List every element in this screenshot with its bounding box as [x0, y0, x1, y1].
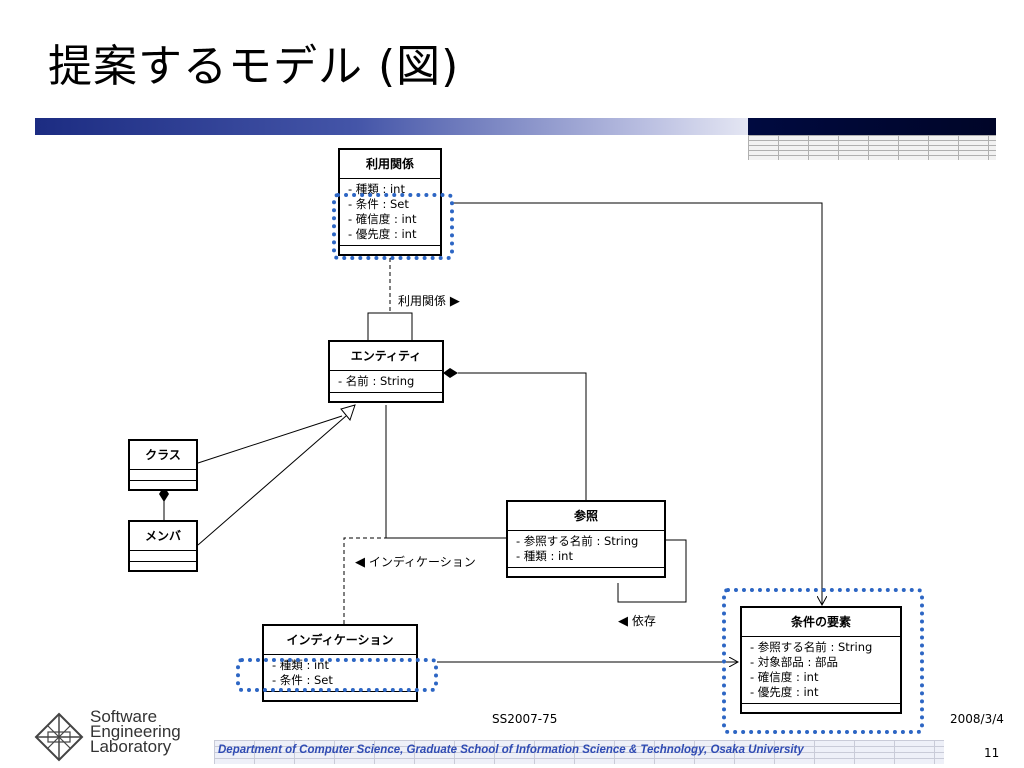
- class-riyou-kankei: 利用関係 - 種類 : int - 条件 : Set - 確信度 : int -…: [338, 148, 442, 256]
- class-name: 参照: [508, 502, 664, 531]
- attribute: - 対象部品 : 部品: [750, 655, 838, 669]
- association-label-izon: ◀ 依存: [618, 612, 656, 629]
- header-bar: [35, 118, 748, 135]
- attribute: - 参照する名前 : String: [516, 534, 639, 548]
- connector-riyou-youso: [450, 202, 822, 605]
- class-name: 利用関係: [340, 150, 440, 179]
- header-grid-pattern: [748, 135, 996, 160]
- attribute: - 確信度 : int: [750, 670, 819, 684]
- lab-logo-text: Software Engineering Laboratory: [90, 707, 181, 756]
- footer-event-id: SS2007-75: [492, 712, 558, 726]
- highlight-riyou-attrs: [332, 193, 454, 260]
- page-number: 11: [984, 746, 1000, 760]
- class-name: 条件の要素: [742, 608, 900, 637]
- class-name: エンティティ: [330, 342, 442, 371]
- class-operations: [508, 568, 664, 576]
- class-attributes: [130, 470, 196, 481]
- attribute: - 種類 : int: [516, 549, 573, 563]
- triangle-left-icon: ◀: [618, 614, 628, 629]
- attribute: - 条件 : Set: [348, 197, 409, 211]
- highlight-indication-attrs: [236, 658, 438, 692]
- logo-line: Engineering: [90, 722, 181, 741]
- connector-member-entity: [197, 415, 347, 546]
- class-attributes: - 種類 : int - 条件 : Set - 確信度 : int - 優先度 …: [340, 179, 440, 246]
- connector-entity-self: [367, 312, 413, 340]
- class-attributes: [130, 551, 196, 562]
- highlight-youso-class: [722, 588, 924, 734]
- class-klass: クラス: [128, 439, 198, 491]
- class-operations: [130, 481, 196, 489]
- composition-diamond-entity: [443, 368, 458, 378]
- attribute: - 名前 : String: [338, 374, 415, 388]
- connector-sansho-entity: [458, 372, 587, 500]
- class-name: インディケーション: [264, 626, 416, 655]
- class-entity: エンティティ - 名前 : String: [328, 340, 444, 403]
- logo-line: Laboratory: [90, 737, 172, 756]
- class-attributes: - 参照する名前 : String - 種類 : int: [508, 531, 664, 568]
- association-label-izon-text: 依存: [631, 614, 656, 628]
- footer-department: Department of Computer Science, Graduate…: [218, 744, 804, 756]
- connector-sansho-self: [617, 539, 687, 603]
- triangle-left-icon: ◀: [355, 555, 365, 570]
- attribute: - 優先度 : int: [750, 685, 819, 699]
- slide-title: 提案するモデル (図): [48, 41, 460, 92]
- connector-entity-sansho: [385, 405, 508, 539]
- attribute: - 優先度 : int: [348, 227, 417, 241]
- connector-indication-dashed: [343, 537, 386, 624]
- attribute: - 参照する名前 : String: [750, 640, 873, 654]
- generalization-triangle: [340, 404, 356, 422]
- attribute: - 条件 : Set: [272, 673, 333, 687]
- class-attributes: - 名前 : String: [330, 371, 442, 393]
- attribute: - 確信度 : int: [348, 212, 417, 226]
- association-label-riyou: 利用関係 ▶: [398, 292, 460, 309]
- attribute: - 種類 : int: [348, 182, 405, 196]
- triangle-right-icon: ▶: [449, 294, 460, 309]
- header-dark-block: [748, 118, 996, 135]
- footer-strip: [214, 740, 944, 764]
- class-member: メンバ: [128, 520, 198, 572]
- connector-klass-entity: [197, 415, 343, 464]
- association-label-indication-text: インディケーション: [368, 555, 476, 569]
- class-operations: [264, 692, 416, 700]
- association-label-indication: ◀ インディケーション: [355, 553, 476, 570]
- class-attributes: - 参照する名前 : String - 対象部品 : 部品 - 確信度 : in…: [742, 637, 900, 704]
- class-name: クラス: [130, 441, 196, 470]
- class-operations: [130, 562, 196, 570]
- association-label-riyou-text: 利用関係: [398, 294, 447, 308]
- lab-logo-icon: [34, 712, 84, 762]
- class-sansho: 参照 - 参照する名前 : String - 種類 : int: [506, 500, 666, 578]
- class-operations: [330, 393, 442, 401]
- class-jouken-no-youso: 条件の要素 - 参照する名前 : String - 対象部品 : 部品 - 確信…: [740, 606, 902, 714]
- class-name: メンバ: [130, 522, 196, 551]
- logo-line: Software: [90, 707, 158, 726]
- footer-date: 2008/3/4: [950, 712, 1004, 726]
